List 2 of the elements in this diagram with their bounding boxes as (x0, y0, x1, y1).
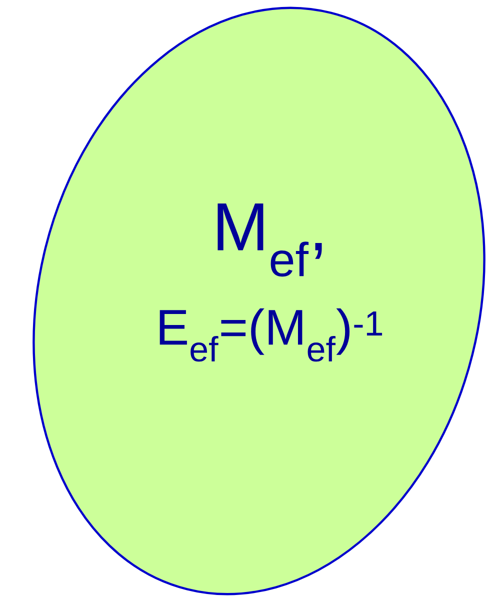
node-label: E$_{ef}$=(M$_{ef}$)$^{-1}$ (160, 308, 382, 362)
node-label: M$_{ef}$, (218, 203, 322, 277)
